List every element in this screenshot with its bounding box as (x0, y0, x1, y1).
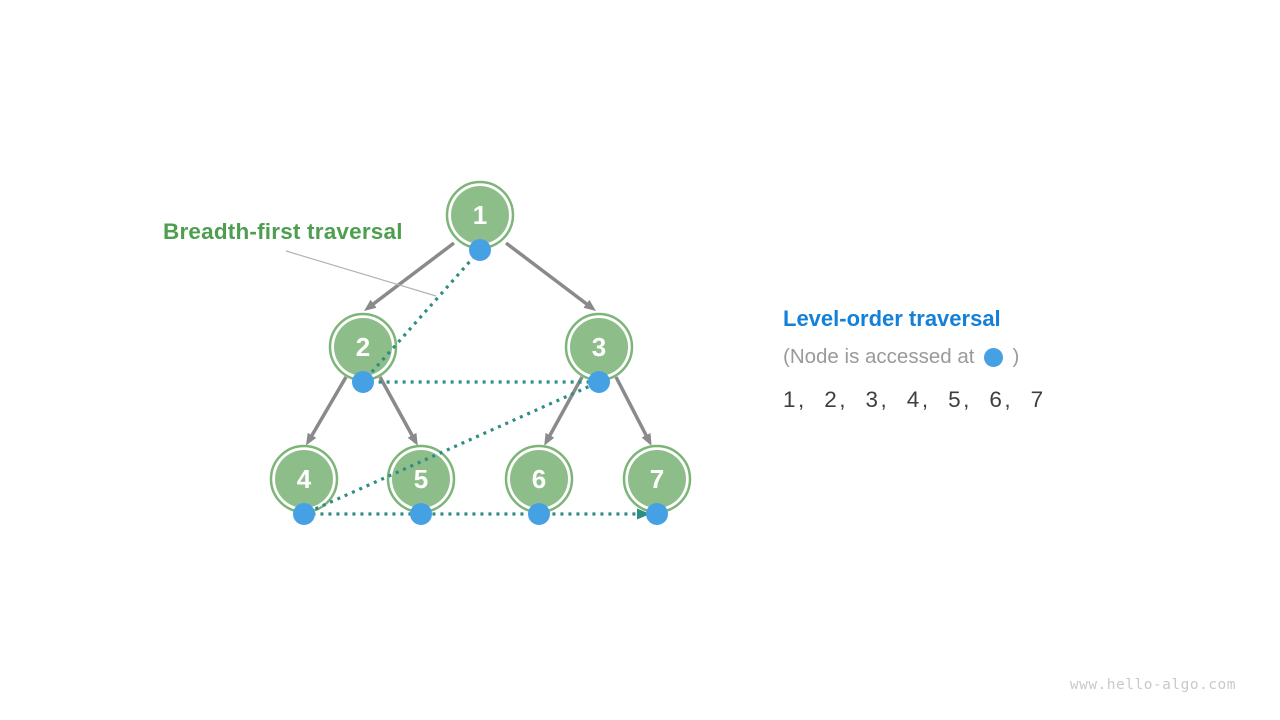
access-dots-layer (293, 239, 668, 525)
legend-panel: Level-order traversal (Node is accessed … (783, 306, 1046, 413)
legend-note: (Node is accessed at ) (783, 344, 1046, 370)
tree-node-label-5: 5 (414, 464, 428, 494)
tree-node-5 (392, 450, 450, 508)
access-dot-icon (984, 347, 1004, 367)
tree-node-7 (628, 450, 686, 508)
access-dot-node-3 (588, 371, 610, 393)
legend-note-suffix: ) (1012, 345, 1020, 368)
access-dot-node-4 (293, 503, 315, 525)
label-pointer-layer (285, 250, 437, 297)
breadth-first-traversal-label: Breadth-first traversal (163, 219, 403, 244)
tree-node-label-7: 7 (650, 464, 664, 494)
legend-note-prefix: (Node is accessed at (783, 345, 975, 368)
tree-node-label-4: 4 (297, 464, 312, 494)
tree-edge-3-7 (614, 376, 652, 446)
tree-edge-2-5 (378, 376, 418, 446)
tree-node-2 (334, 318, 392, 376)
tree-edge-3-6 (544, 376, 584, 446)
tree-node-6 (510, 450, 568, 508)
tree-edges-layer (305, 241, 652, 446)
tree-edge-1-2 (364, 241, 456, 312)
access-dot-node-5 (410, 503, 432, 525)
tree-node-label-1: 1 (473, 200, 487, 230)
tree-node-4 (275, 450, 333, 508)
level-order-traversal-title: Level-order traversal (783, 306, 1001, 331)
traversal-sequence-text: 1, 2, 3, 4, 5, 6, 7 (783, 387, 1046, 412)
tree-node-label-3: 3 (592, 332, 606, 362)
access-dot-node-7 (646, 503, 668, 525)
tree-nodes-layer: 1 2 3 4 5 6 7 (269, 180, 692, 514)
breadth-label-pointer-line (285, 250, 437, 297)
tree-edge-2-4 (305, 376, 348, 446)
tree-node-1 (451, 186, 509, 244)
tree-node-label-2: 2 (356, 332, 370, 362)
access-dot-node-2 (352, 371, 374, 393)
tree-edge-1-3 (504, 241, 596, 312)
watermark-text: www.hello-algo.com (1069, 677, 1236, 693)
access-dot-node-1 (469, 239, 491, 261)
tree-node-label-6: 6 (532, 464, 546, 494)
tree-node-3 (570, 318, 628, 376)
access-dot-node-6 (528, 503, 550, 525)
